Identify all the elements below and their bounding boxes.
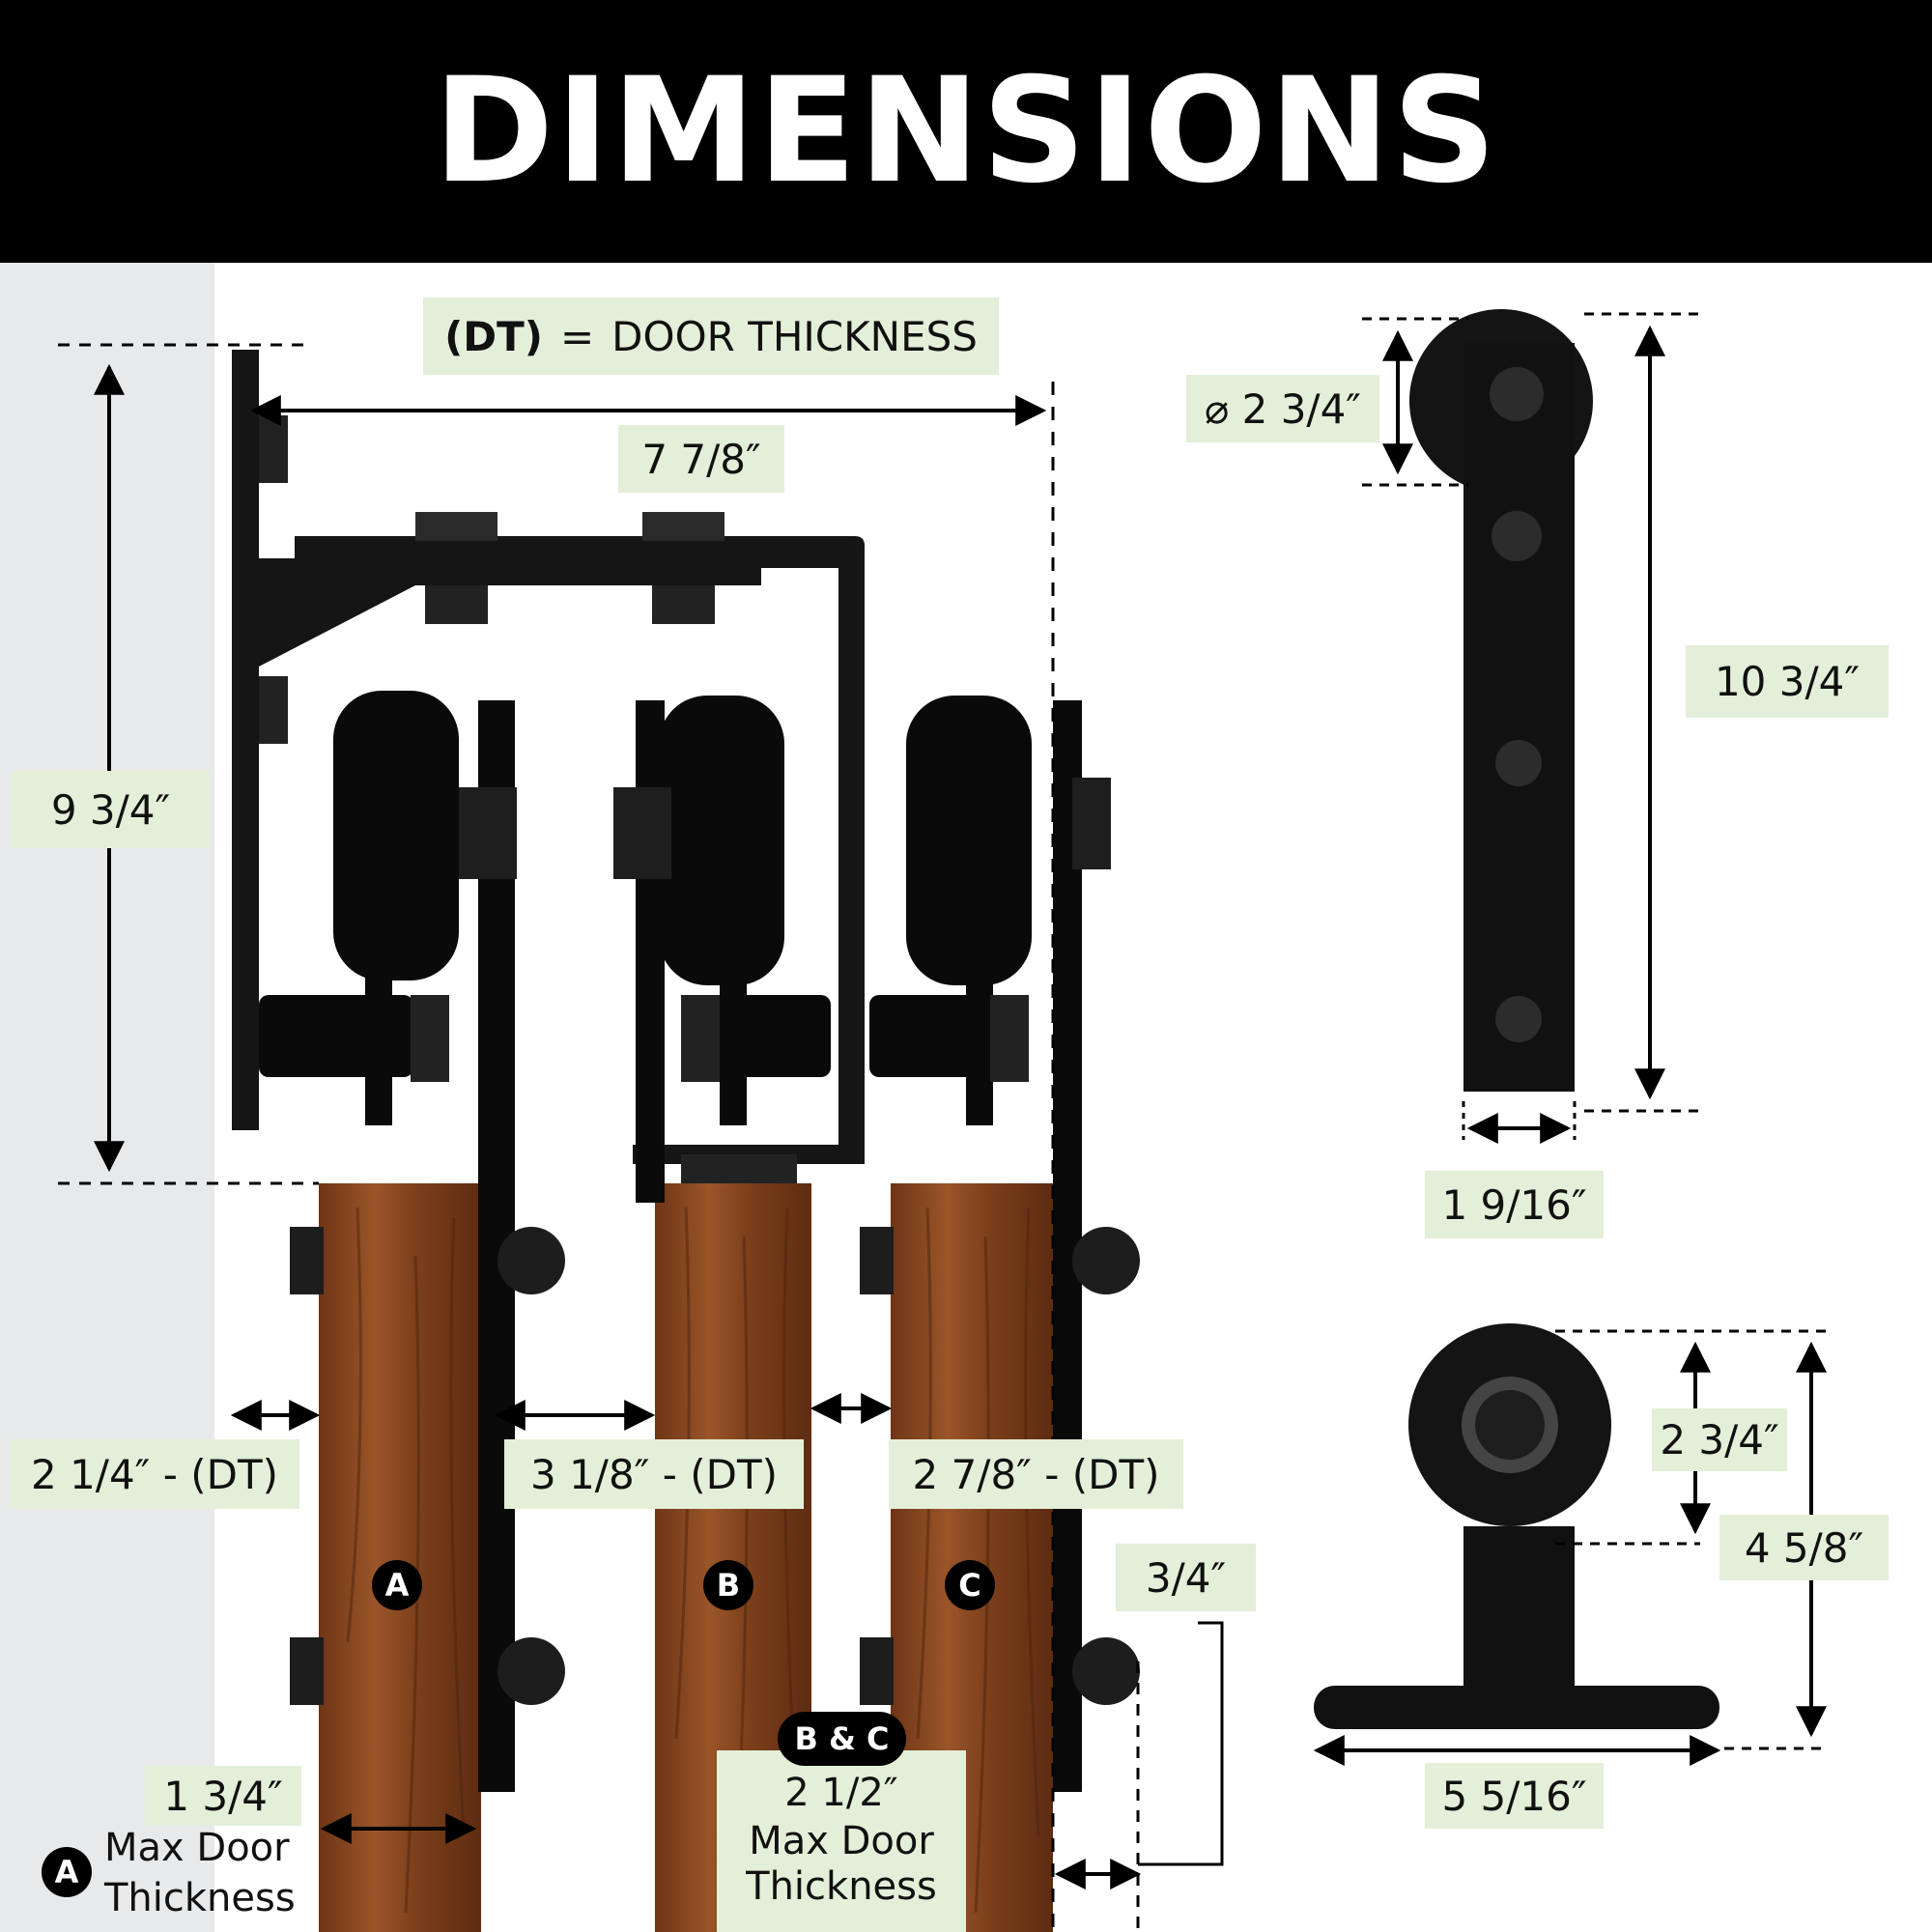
stop-height-label: 4 5/8″	[1719, 1515, 1889, 1580]
door-bolts	[290, 1227, 1140, 1705]
dt-abbr: (DT)	[444, 312, 543, 360]
wheel-diameter-label: ⌀ 2 3/4″	[1186, 375, 1379, 442]
max-thickness-a-line1: Max Door	[104, 1826, 290, 1870]
max-thickness-bc-line1: Max Door	[749, 1819, 934, 1863]
strap-width-label: 1 9/16″	[1425, 1171, 1604, 1238]
door-c-badge: C	[945, 1560, 995, 1610]
roller-b	[613, 696, 831, 1203]
door-a	[319, 1183, 481, 1932]
door-a-badge: A	[372, 1560, 422, 1610]
stop-base-label: 5 5/16″	[1425, 1763, 1604, 1829]
door-b-badge: B	[703, 1560, 753, 1610]
max-thickness-a-value: 1 3/4″	[145, 1766, 301, 1826]
gap-c-label: 2 7/8″ - (DT)	[889, 1439, 1183, 1509]
hanger-strap	[1409, 309, 1593, 1092]
strap-height-label: 10 3/4″	[1686, 645, 1889, 718]
max-thickness-bc-badge: B & C	[778, 1712, 906, 1766]
track-bracket	[232, 350, 865, 1183]
stop-wheel-label: 2 3/4″	[1652, 1408, 1787, 1471]
door-stop	[1314, 1323, 1719, 1729]
max-thickness-bc-line2: Thickness	[746, 1864, 937, 1909]
dt-equals: =	[559, 312, 595, 360]
max-thickness-a-line2: Thickness	[104, 1876, 296, 1920]
max-thickness-bc-value: 2 1/2″	[784, 1771, 898, 1815]
bracket-width-label: 7 7/8″	[618, 425, 784, 493]
gap-b-label: 3 1/8″ - (DT)	[504, 1439, 804, 1509]
dimension-lines	[58, 343, 1224, 1932]
dt-meaning: DOOR THICKNESS	[611, 312, 978, 360]
max-thickness-bc-box	[717, 1750, 966, 1932]
offset-label: 3/4″	[1116, 1544, 1256, 1611]
max-thickness-a-badge: A	[42, 1847, 92, 1897]
page-title: DIMENSIONS	[433, 47, 1499, 215]
hanger-height-label: 9 3/4″	[12, 771, 210, 848]
roller-a	[259, 691, 517, 1792]
dt-legend: (DT) = DOOR THICKNESS	[423, 298, 999, 375]
strap-dimension-lines	[1362, 312, 1700, 1144]
header-bar: DIMENSIONS	[0, 0, 1932, 263]
gap-a-label: 2 1/4″ - (DT)	[10, 1439, 299, 1509]
